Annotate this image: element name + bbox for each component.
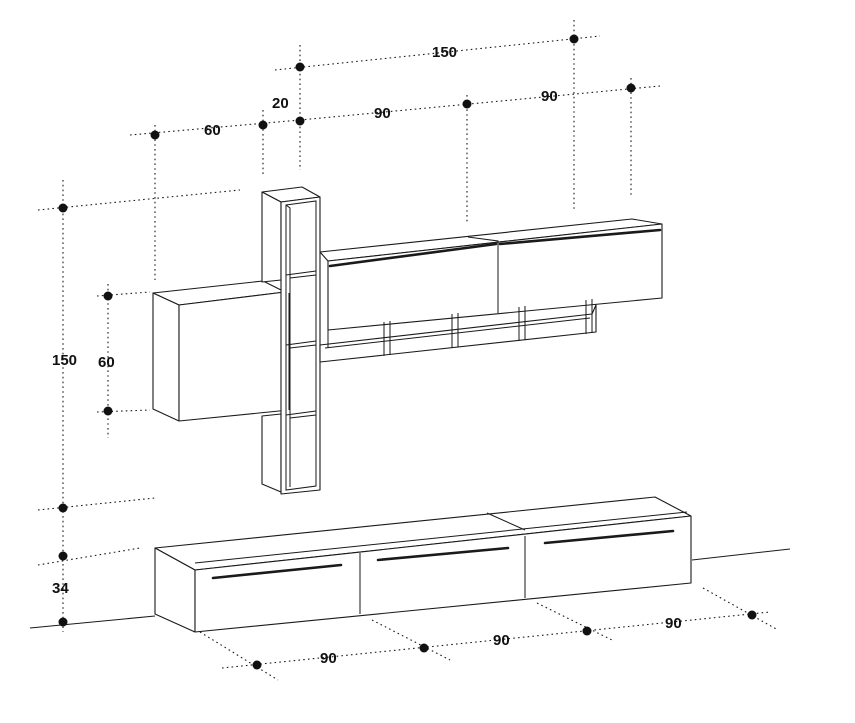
dot — [582, 626, 592, 636]
floor-line-right — [691, 548, 791, 561]
dim-line-top-150 — [274, 35, 601, 71]
column-side-upper — [261, 191, 282, 283]
label-column-width: 20 — [272, 95, 289, 112]
label-total-height: 150 — [52, 352, 77, 369]
label-upper-left-unit: 90 — [374, 105, 391, 122]
label-upper-right-unit: 90 — [541, 88, 558, 105]
column-side-lower — [261, 413, 282, 493]
dot — [58, 503, 68, 513]
dot — [258, 120, 268, 130]
wall-cabinet-left — [152, 280, 290, 422]
base-handle-3 — [543, 529, 675, 545]
dot — [569, 34, 579, 44]
dim-line-90-90 — [299, 85, 661, 121]
floor-line-left — [29, 615, 156, 629]
base-top-seam — [486, 512, 526, 531]
shelf-divider-3 — [518, 306, 526, 341]
dot — [150, 130, 160, 140]
dim-diag-4 — [702, 587, 779, 631]
label-base-height: 34 — [52, 580, 69, 597]
dot — [295, 62, 305, 72]
column-front — [280, 196, 321, 495]
shelf-divider-4 — [585, 299, 593, 334]
dim-h-cabinet-bottom — [96, 409, 151, 413]
dot — [419, 643, 429, 653]
base-handle-2 — [376, 546, 510, 562]
shelf-divider-2 — [451, 313, 459, 348]
dot — [103, 406, 113, 416]
tall-column — [261, 186, 321, 495]
column-inner-depth — [285, 204, 291, 487]
cabinet-side-face — [152, 292, 180, 422]
dot — [626, 83, 636, 93]
dimension-dots — [58, 34, 757, 670]
label-base-unit-1: 90 — [320, 650, 337, 667]
dot — [747, 610, 757, 620]
dot — [103, 291, 113, 301]
dot — [252, 660, 262, 670]
dot — [58, 203, 68, 213]
floor-lines — [29, 548, 791, 629]
cabinet-front-face — [178, 291, 290, 422]
upper-handle-right — [498, 228, 662, 246]
dim-diag-1 — [199, 631, 279, 681]
base-handle-1 — [211, 563, 343, 580]
dot — [295, 116, 305, 126]
base-top-edge — [194, 511, 688, 564]
dim-h-column-bottom — [37, 497, 156, 511]
label-cabinet-height: 60 — [98, 354, 115, 371]
dimension-lines — [37, 20, 779, 681]
dimension-labels: 150 60 20 90 90 150 60 34 90 90 90 — [52, 44, 682, 667]
base-front-face — [194, 515, 692, 633]
dim-diag-2 — [371, 619, 451, 661]
column-shelf-2 — [285, 340, 317, 349]
open-shelf — [319, 299, 597, 363]
label-base-unit-3: 90 — [665, 615, 682, 632]
upper-handle-left — [328, 242, 498, 268]
base-unit — [154, 496, 692, 633]
label-top-left-offset: 60 — [204, 122, 221, 139]
dot — [58, 617, 68, 627]
upper-front-face — [327, 223, 663, 331]
dot — [462, 99, 472, 109]
dim-h-cabinet-top — [96, 291, 151, 297]
column-shelf-1 — [285, 270, 317, 279]
upper-wall-units — [319, 218, 663, 331]
label-base-unit-2: 90 — [493, 632, 510, 649]
dim-h-base-top — [37, 547, 141, 566]
dim-line-bottom-90 — [221, 611, 771, 669]
upper-divider — [467, 236, 499, 313]
dot — [58, 551, 68, 561]
label-top-total: 150 — [432, 44, 457, 61]
shelf-divider-1 — [383, 321, 391, 356]
dim-h-top — [37, 189, 241, 211]
column-inner — [285, 200, 317, 491]
column-shelf-3 — [285, 410, 317, 419]
